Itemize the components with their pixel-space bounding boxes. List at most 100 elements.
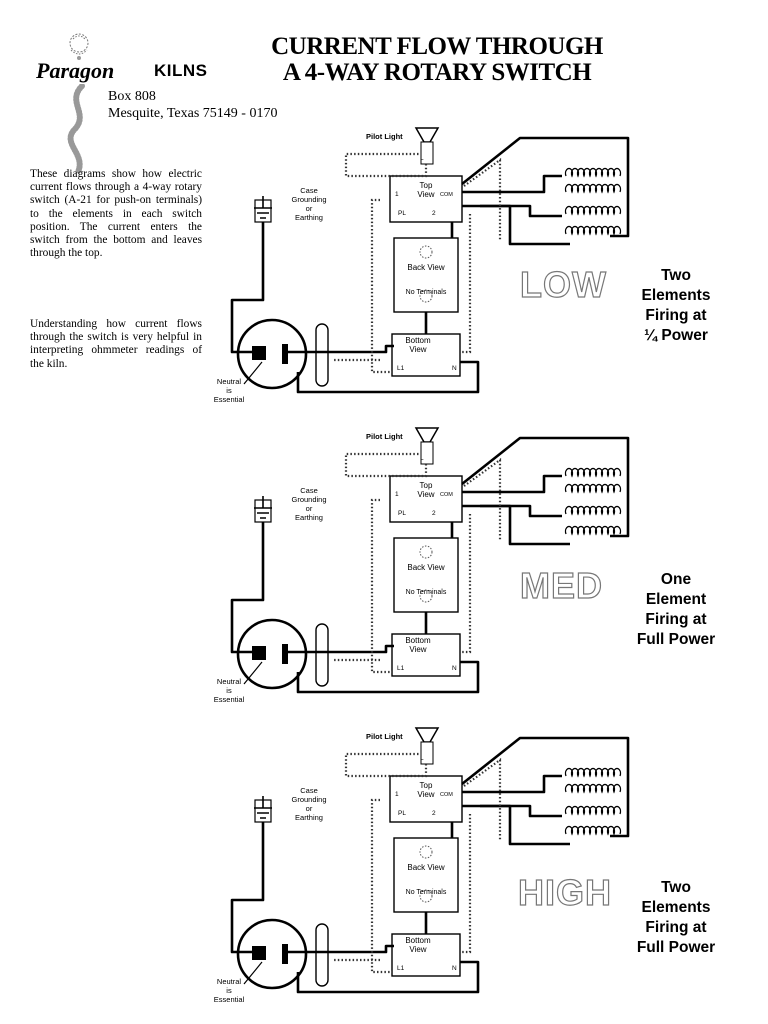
plug-line-pin [282,644,288,664]
title-line-1: CURRENT FLOW THROUGH [271,33,603,60]
terminal-1-label: 1 [395,491,399,498]
terminal-l1-label: L1 [397,665,405,672]
switch-bottom-view [391,933,461,977]
caption-line: Full Power [637,631,715,648]
current-flow-path [463,157,502,240]
switch-contact-icon [419,589,433,603]
element-wire-a [462,774,562,794]
neutral-arrow [243,661,263,685]
element-wire-b [462,204,562,218]
case-grounding-label: Grounding [291,795,326,804]
plug-receptacle-icon [236,618,308,690]
terminal-l-label: L [420,155,424,162]
switch-bottom-view [391,333,461,377]
plug-neutral-pin [252,946,266,960]
switch-top-view [389,475,463,523]
line-wire [286,644,394,654]
neutral-label: is [226,686,232,695]
case-grounding-label: Case [300,786,318,795]
element-coil-4-icon [564,225,622,236]
intro-paragraph-1: These diagrams show how electric current… [30,168,202,260]
back-view-label: Back View [407,263,444,272]
setting-med-label: MED [520,565,603,606]
caption-line: ¼ Power [644,327,708,344]
case-grounding-label: Case [300,486,318,495]
caption-line: Two [661,879,691,896]
case-grounding-label: or [306,204,313,213]
caption-line: Element [646,591,706,608]
ground-icon [254,796,272,819]
caption-line: Elements [642,899,711,916]
brand-suffix: KILNS [154,61,208,80]
neutral-arrow [243,361,263,385]
no-terminals-label: No Terminals [406,589,447,596]
ground-wire [230,222,265,354]
pilot-light-label: Pilot Light [366,732,403,741]
switch-contact-icon [419,889,433,903]
logo-flame-decoration [67,84,85,174]
element-coil-3-icon [564,505,622,516]
element-coil-1-icon [564,767,622,778]
top-view-label: Top [420,781,433,790]
switch-link-wire [424,522,454,634]
switch-contact-icon [419,245,433,259]
switch-link-wire [424,822,454,934]
element-wire-b [462,804,562,818]
plug-neutral-pin [252,646,266,660]
brand-logo: Paragon [36,58,115,83]
neutral-wire [296,660,480,694]
element-coil-2-icon [564,483,622,494]
terminal-2-label: 2 [432,810,436,817]
element-coil-2-icon [564,783,622,794]
caption-line: One [661,571,692,588]
neutral-label: Essential [214,995,245,1004]
switch-back-view [393,537,459,613]
element-coil-1-icon [564,167,622,178]
back-view-label: Back View [407,563,444,572]
switch-bottom-view [391,633,461,677]
element-wire-c [480,504,570,546]
plug-cord-grip [315,923,329,987]
pilot-light-icon [414,127,440,143]
bottom-view-label: Bottom [405,936,431,945]
no-terminals-label: No Terminals [406,889,447,896]
case-grounding-label: Case [300,186,318,195]
element-wire-a [462,474,562,494]
line-wire [286,344,394,354]
terminal-pl-label: PL [398,210,406,217]
element-wire-upper [461,136,630,238]
element-coil-2-icon [564,183,622,194]
pilot-light-icon [414,427,440,443]
pilot-light-label: Pilot Light [366,432,403,441]
title-line-2: A 4-WAY ROTARY SWITCH [282,59,592,86]
bottom-view-label: View [409,945,426,954]
plug-line-pin [282,344,288,364]
caption-line: Firing at [645,611,706,628]
bottom-view-label: View [409,645,426,654]
ground-wire [230,822,265,954]
top-view-label: View [417,790,434,799]
setting-low-label: LOW [520,264,607,305]
plug-line-pin [282,944,288,964]
caption-line: Firing at [645,919,706,936]
plug-cord-grip [315,323,329,387]
caption-line: Full Power [637,939,715,956]
neutral-wire [296,960,480,994]
switch-contact-icon [419,289,433,303]
element-wire-c [480,204,570,246]
case-grounding-label: Grounding [291,195,326,204]
caption-line: Two [661,267,691,284]
element-coil-1-icon [564,467,622,478]
line-wire [286,944,394,954]
case-grounding-label: or [306,804,313,813]
case-grounding-label: Grounding [291,495,326,504]
current-flow-path [370,198,472,374]
neutral-label: is [226,386,232,395]
current-flow-path [463,757,502,840]
element-wire-b [462,504,562,518]
caption-line: Firing at [645,307,706,324]
switch-link-wire [424,222,454,334]
